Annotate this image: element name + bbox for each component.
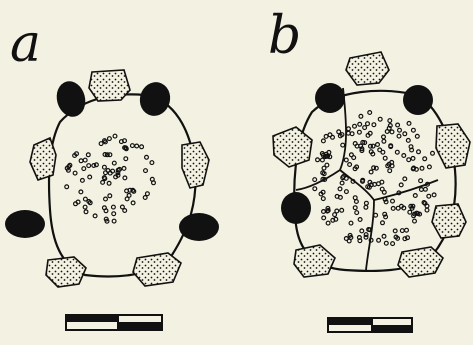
stippled-node-b-top [346,52,389,85]
stippled-node-a-bottom-left [46,257,86,287]
scale-bar-b [328,318,412,332]
dark-node-b-mid-left [281,192,311,224]
scale-bar-a [66,315,162,330]
stippled-node-a-left [30,138,56,180]
dark-node-a-bottom-right [179,213,219,241]
cross-section-outline-a [49,94,196,276]
stippled-node-a-bottom-right [133,253,181,286]
dark-node-a-bottom-left [5,210,45,238]
panel-a [5,70,219,330]
stippled-node-a-top [89,70,130,101]
dark-node-b-top-left [315,83,345,113]
panel-b [273,52,470,332]
stippled-node-b-bottom-center [398,247,443,277]
cross-section-outline-b [294,91,455,271]
dark-node-b-top-right [403,85,433,115]
